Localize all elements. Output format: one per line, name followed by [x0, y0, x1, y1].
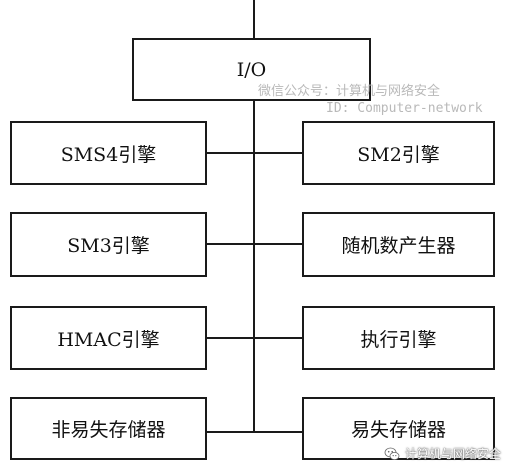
non-volatile-memory-label: 非易失存储器	[51, 419, 166, 441]
execution-engine-box: 执行引擎	[302, 306, 495, 370]
watermark-badge: 计算机与网络安全	[384, 445, 501, 462]
sms4-engine-label: SMS4引擎	[60, 143, 157, 166]
random-number-generator-box: 随机数产生器	[302, 212, 495, 277]
execution-engine-label: 执行引擎	[360, 328, 437, 351]
connector-nvm	[206, 431, 254, 433]
wechat-icon	[384, 447, 400, 460]
connector-sm3	[206, 243, 254, 245]
io-box: I/O	[132, 38, 371, 101]
watermark-badge-label: 计算机与网络安全	[404, 447, 501, 461]
top-input-line	[253, 0, 255, 40]
main-bus-line	[253, 100, 255, 432]
non-volatile-memory-box: 非易失存储器	[10, 397, 207, 460]
hmac-engine-label: HMAC引擎	[57, 328, 160, 351]
sm3-engine-box: SM3引擎	[10, 212, 207, 277]
connector-rng	[254, 243, 302, 245]
sm3-engine-label: SM3引擎	[67, 235, 150, 257]
connector-hmac	[206, 337, 254, 339]
volatile-memory-box: 易失存储器	[302, 397, 495, 460]
hmac-engine-box: HMAC引擎	[10, 306, 207, 370]
connector-sms4	[206, 152, 254, 154]
io-label: I/O	[236, 58, 267, 81]
sms4-engine-box: SMS4引擎	[10, 121, 207, 185]
connector-vm	[254, 431, 302, 433]
connector-exec	[254, 337, 302, 339]
sm2-engine-box: SM2引擎	[302, 121, 495, 185]
watermark-line-2: ID: Computer-network	[326, 101, 483, 116]
watermark-line-1: 微信公众号：计算机与网络安全	[258, 84, 441, 99]
connector-sm2	[254, 152, 302, 154]
sm2-engine-label: SM2引擎	[357, 143, 440, 166]
volatile-memory-label: 易失存储器	[350, 419, 446, 441]
random-number-generator-label: 随机数产生器	[341, 235, 456, 257]
